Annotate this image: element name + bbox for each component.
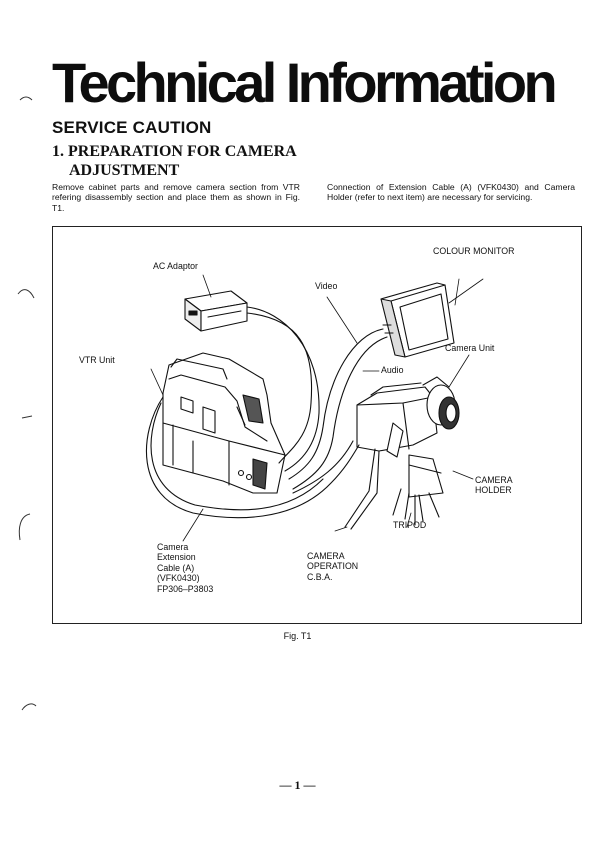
extension-cable-line-1: Camera [157,542,189,552]
label-tripod: TRIPOD [393,520,427,530]
label-audio: Audio [381,365,404,375]
label-camera-operation-cba: CAMERA OPERATION C.B.A. [307,551,358,582]
ac-adaptor-drawing [184,290,248,332]
camera-holder-line-2: HOLDER [475,485,512,496]
label-vtr-unit: VTR Unit [79,355,115,365]
extension-cable-line-4: (VFK0430) [157,573,200,584]
label-ac-adaptor: AC Adaptor [153,261,198,271]
subsection-heading: 1. PREPARATION FOR CAMERA ADJUSTMENT [52,142,297,180]
label-camera-extension-cable: Camera Extension Cable (A) (VFK0430) FP3… [157,542,213,594]
heading-line-2: ADJUSTMENT [69,162,180,179]
extension-cable-line-2: Extension [157,552,196,563]
label-video: Video [315,281,338,291]
cables-drawing [146,306,394,530]
figure-caption: Fig. T1 [283,631,312,641]
camera-operation-line-3: C.B.A. [307,571,333,582]
colour-monitor-drawing [380,282,455,358]
paragraph-right: Connection of Extension Cable (A) (VFK04… [327,182,575,203]
figure-t1: COLOUR MONITOR AC Adaptor Video VTR Unit… [52,226,582,624]
paragraph-left: Remove cabinet parts and remove camera s… [52,182,300,213]
camera-operation-line-1: CAMERA [307,551,345,561]
label-camera-unit: Camera Unit [445,343,495,353]
extension-cable-line-3: Cable (A) [157,562,195,573]
heading-line-1: 1. PREPARATION FOR CAMERA [52,143,297,160]
page-title: Technical Information [52,51,558,114]
camera-operation-line-2: OPERATION [307,561,359,572]
leader-lines [150,274,484,542]
vtr-unit-drawing [162,352,286,494]
section-title: SERVICE CAUTION [52,118,212,137]
label-colour-monitor: COLOUR MONITOR [433,246,515,256]
page-number: — 1 — [279,778,316,792]
camera-unit-drawing [356,376,460,526]
extension-cable-line-5: FP306–P3803 [157,583,214,594]
figure-illustration [146,274,484,542]
label-camera-holder: CAMERA HOLDER [475,475,513,496]
camera-holder-line-1: CAMERA [475,475,513,485]
